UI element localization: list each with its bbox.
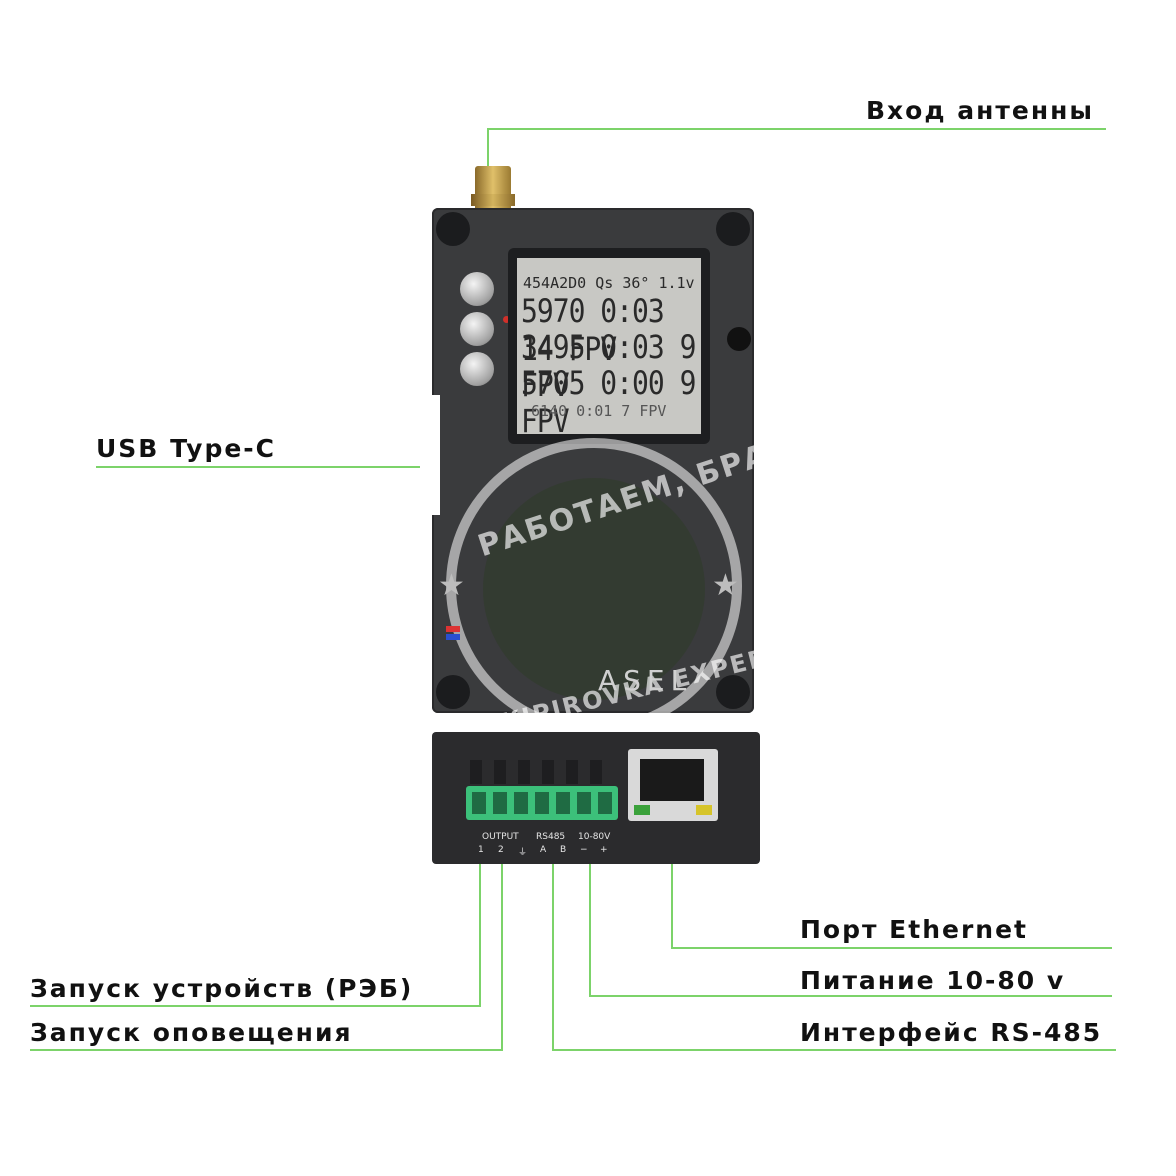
power-leader: [589, 862, 1112, 997]
usb-side-notch: [426, 395, 440, 515]
terminal-labels: OUTPUT RS485 10-80V 1 2 ⏚ A B − +: [470, 830, 618, 858]
lcd-footer: 6140 0:01 7 FPV: [531, 402, 667, 420]
rs485-label: Интерфейс RS-485: [800, 1018, 1103, 1047]
antenna-connector: [471, 166, 515, 212]
pin-label: B: [560, 845, 567, 855]
terminal-slot[interactable]: [535, 792, 549, 814]
launch-alert-label: Запуск оповещения: [30, 1018, 353, 1047]
output-label: OUTPUT: [482, 832, 519, 842]
lcd-display: 454A2D0 Qs 36° 1.1v 5970 0:03 14 FPV 349…: [517, 258, 701, 440]
alert-leader: [30, 862, 503, 1051]
heatsink-fin: [542, 760, 554, 784]
terminal-slot[interactable]: [472, 792, 486, 814]
pin-label: 2: [498, 845, 504, 855]
pin-label: −: [580, 845, 588, 855]
terminal-slot[interactable]: [556, 792, 570, 814]
screw-icon: [436, 675, 470, 709]
star-icon: ★: [712, 568, 739, 603]
star-icon: ★: [438, 568, 465, 603]
pin-label: 1: [478, 845, 484, 855]
pin-label: +: [600, 845, 608, 855]
screw-icon: [436, 212, 470, 246]
heatsink-fin: [590, 760, 602, 784]
heatsink-fin: [494, 760, 506, 784]
terminal-slot[interactable]: [577, 792, 591, 814]
terminal-slot[interactable]: [598, 792, 612, 814]
heatsink-fin: [518, 760, 530, 784]
heatsink-fin: [566, 760, 578, 784]
terminal-slot[interactable]: [514, 792, 528, 814]
power-label: Питание 10-80 v: [800, 966, 1066, 995]
flag-stripe: [446, 626, 460, 632]
ethernet-leader: [671, 862, 1112, 949]
device-button-1[interactable]: [460, 272, 494, 306]
ethernet-socket: [640, 759, 704, 801]
lcd-row-2: 3495 0:03 9 FPV: [521, 328, 696, 404]
device-button-3[interactable]: [460, 352, 494, 386]
ethernet-port-label: Порт Ethernet: [800, 915, 1029, 944]
flag-stripe: [446, 634, 460, 640]
brand-logo: ASEL: [598, 664, 693, 697]
lcd-row-3: 5705 0:00 9 FPV: [521, 364, 696, 440]
status-led: [503, 316, 510, 323]
pin-label: A: [540, 845, 547, 855]
link-led: [634, 805, 650, 815]
ethernet-port[interactable]: [628, 749, 718, 821]
usb-type-c-label: USB Type-C: [96, 434, 277, 463]
device-button-2[interactable]: [460, 312, 494, 346]
lcd-row-1: 5970 0:03 14 FPV: [521, 292, 665, 368]
antenna-leader: [487, 128, 1106, 166]
launch-devices-label: Запуск устройств (РЭБ): [30, 974, 414, 1003]
heatsink-fin: [470, 760, 482, 784]
rs485-group-label: RS485: [536, 832, 566, 842]
light-sensor: [727, 327, 751, 351]
watermark-emblem: [483, 478, 705, 700]
antenna-input-label: Вход антенны: [866, 96, 1094, 125]
rs485-leader: [552, 862, 1116, 1051]
lcd-header: 454A2D0 Qs 36° 1.1v: [523, 274, 695, 292]
activity-led: [696, 805, 712, 815]
devices-leader: [30, 862, 481, 1007]
ground-pin-label: ⏚: [518, 848, 528, 858]
power-group-label: 10-80V: [578, 832, 611, 842]
watermark-ring: [446, 438, 742, 734]
terminal-slot[interactable]: [493, 792, 507, 814]
screw-icon: [716, 675, 750, 709]
screw-icon: [716, 212, 750, 246]
